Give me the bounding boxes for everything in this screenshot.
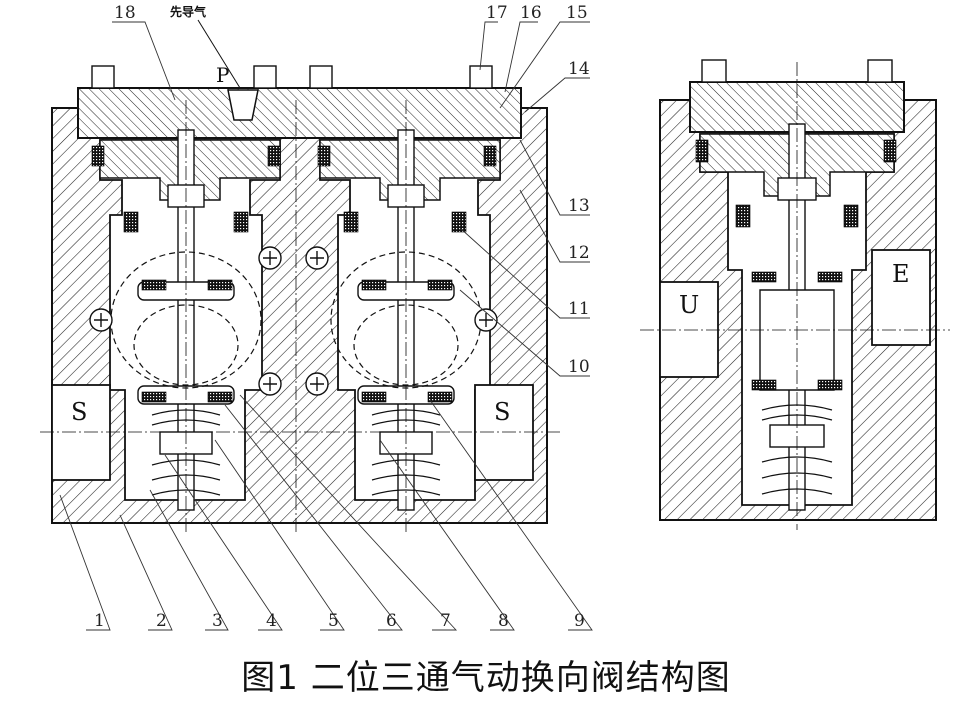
seal bbox=[427, 391, 453, 403]
s-port-left bbox=[51, 384, 111, 481]
callout-leader-15 bbox=[499, 21, 590, 109]
callout-leader-11 bbox=[459, 227, 590, 319]
seal bbox=[451, 211, 467, 233]
callout-bottom: 4 bbox=[266, 611, 277, 631]
cover-bolt bbox=[867, 59, 893, 83]
seal bbox=[343, 211, 359, 233]
callout-bottom: 2 bbox=[156, 611, 167, 631]
seal bbox=[207, 279, 233, 291]
cover-bolt bbox=[309, 65, 333, 89]
callout-top: 15 bbox=[566, 3, 588, 23]
callout-leader-4 bbox=[164, 454, 283, 631]
pilot-port bbox=[227, 89, 259, 121]
callout-leader-9 bbox=[429, 399, 593, 631]
side-section-view: U E bbox=[640, 59, 950, 530]
callout-bottom: 1 bbox=[94, 611, 105, 631]
seal bbox=[427, 279, 453, 291]
seal bbox=[695, 139, 709, 163]
callout-bottom: 9 bbox=[574, 611, 585, 631]
callout-leader-2 bbox=[119, 514, 173, 631]
seal bbox=[883, 139, 897, 163]
callout-leader-7 bbox=[239, 394, 458, 631]
plus-icon bbox=[94, 313, 108, 327]
plus-icon bbox=[310, 251, 324, 265]
cover-bolt bbox=[91, 65, 115, 89]
callout-right: 10 bbox=[568, 357, 590, 377]
callout-leader-1 bbox=[59, 494, 111, 631]
callout-bottom: 3 bbox=[212, 611, 223, 631]
callout-leader-3 bbox=[149, 489, 229, 631]
seal bbox=[361, 279, 387, 291]
callout-leader-6 bbox=[224, 404, 403, 631]
e-port bbox=[871, 249, 931, 346]
cover-bolt bbox=[469, 65, 493, 89]
seal bbox=[267, 145, 281, 167]
seal bbox=[317, 145, 331, 167]
s-port-left-label: S bbox=[71, 398, 87, 426]
e-port-label: E bbox=[892, 260, 910, 288]
pilot-air-label: 先导气 bbox=[170, 4, 206, 19]
cover-bolt bbox=[253, 65, 277, 89]
left-section-view: S S P 先导气 bbox=[40, 4, 560, 535]
callout-leader-13 bbox=[519, 139, 590, 216]
callout-leader-12 bbox=[519, 189, 590, 263]
callout-leader-8 bbox=[379, 439, 515, 631]
callout-bottom: 5 bbox=[328, 611, 339, 631]
seal bbox=[361, 391, 387, 403]
left-flow-path-inner bbox=[133, 304, 239, 386]
u-port bbox=[659, 281, 719, 378]
seal bbox=[233, 211, 249, 233]
callouts bbox=[59, 21, 593, 631]
figure-caption: 图1 二位三通气动换向阀结构图 bbox=[241, 658, 731, 698]
pilot-port-label: P bbox=[216, 63, 229, 87]
seal bbox=[207, 391, 233, 403]
callout-leader-14 bbox=[524, 77, 590, 113]
callout-bottom: 7 bbox=[440, 611, 451, 631]
s-port-right bbox=[474, 384, 534, 481]
seal bbox=[843, 204, 859, 228]
seal bbox=[735, 204, 751, 228]
seal bbox=[483, 145, 497, 167]
callout-leader-17 bbox=[479, 21, 498, 71]
plus-icon bbox=[310, 377, 324, 391]
seal bbox=[123, 211, 139, 233]
callout-leader-18 bbox=[112, 21, 176, 101]
callout-top: 14 bbox=[568, 59, 590, 79]
callout-top: 17 bbox=[486, 3, 508, 23]
right-flow-path-inner bbox=[353, 304, 459, 386]
callout-leader-16 bbox=[504, 21, 538, 93]
seal bbox=[817, 271, 843, 283]
callout-labels: 18 17 16 15 14 13 12 11 10 1 2 3 4 5 6 7… bbox=[94, 3, 590, 631]
callout-right: 13 bbox=[568, 196, 590, 216]
seal bbox=[141, 391, 167, 403]
pilot-leader bbox=[197, 19, 241, 89]
top-cover bbox=[77, 87, 522, 139]
seal bbox=[91, 145, 105, 167]
cover-bolt bbox=[701, 59, 727, 83]
plus-icon bbox=[263, 377, 277, 391]
callout-leader-10 bbox=[459, 289, 590, 377]
seal bbox=[817, 379, 843, 391]
seal bbox=[141, 279, 167, 291]
callout-right: 12 bbox=[568, 243, 590, 263]
seal bbox=[751, 379, 777, 391]
callout-leader-5 bbox=[214, 439, 345, 631]
plus-icon bbox=[263, 251, 277, 265]
callout-bottom: 6 bbox=[386, 611, 397, 631]
plus-icon bbox=[479, 313, 493, 327]
callout-top: 16 bbox=[520, 3, 542, 23]
u-port-label: U bbox=[679, 291, 699, 319]
s-port-right-label: S bbox=[494, 398, 510, 426]
callout-right: 11 bbox=[568, 299, 590, 319]
callout-bottom: 8 bbox=[498, 611, 509, 631]
seal bbox=[751, 271, 777, 283]
callout-top: 18 bbox=[114, 3, 136, 23]
